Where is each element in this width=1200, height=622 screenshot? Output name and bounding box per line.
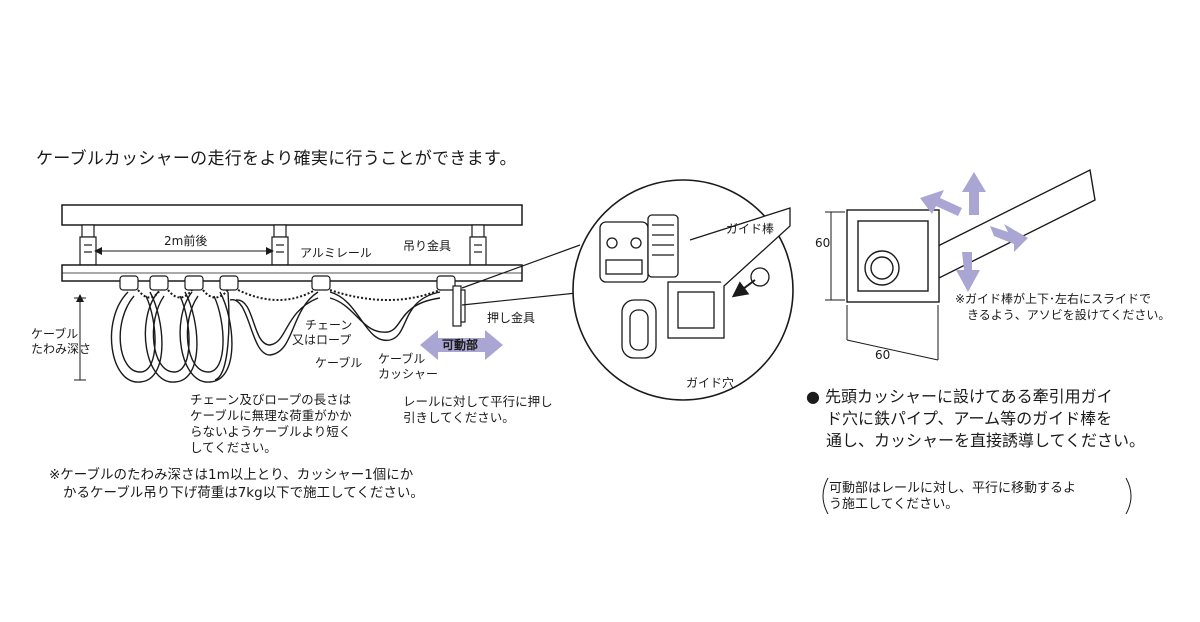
hanger-left	[79, 224, 97, 266]
note-sag-depth: ※ケーブルのたわみ深さは1m以上とり、カッシャー1個にか かるケーブル吊り下げ荷…	[49, 467, 424, 501]
carrier-3	[184, 275, 204, 291]
chain	[137, 289, 441, 301]
dimension-horizontal	[846, 339, 939, 361]
dimension-vertical-label: 60	[815, 236, 831, 250]
movable-label: 可動部	[442, 338, 479, 352]
chain-label-line1: チェーン	[305, 318, 353, 332]
note-chain-length: チェーン及びロープの長さは ケーブルに無理な荷重がかか らないようケーブルより短…	[190, 392, 352, 455]
note-bracket-left	[822, 477, 829, 515]
cable-loops	[110, 291, 441, 383]
cable-label: ケーブル	[315, 356, 363, 370]
chain-label-line2: 又はロープ	[292, 333, 352, 347]
hanger-middle	[271, 224, 289, 266]
carrier-label-line2: カッシャー	[378, 367, 439, 381]
note-guide-slide: ※ガイド棒が上下･左右にスライドで きるよう、アソビを設けてください。	[955, 292, 1171, 322]
note-lead-carrier: ● 先頭カッシャーに設けてある牽引用ガイ ド穴に鉄パイプ、アーム等のガイド棒を …	[806, 387, 1146, 450]
slide-arrows	[920, 172, 1028, 292]
sag-label-line2: たわみ深さ	[31, 342, 92, 356]
dimension-horizontal-label: 60	[875, 348, 891, 362]
guide-rod-label: ガイド棒	[726, 222, 775, 236]
push-bracket-label: 押し金具	[487, 311, 536, 325]
ceiling-beam	[61, 204, 523, 226]
note-bracket-right	[1125, 477, 1132, 515]
carrier-1	[119, 275, 139, 291]
carrier-4	[219, 275, 239, 291]
sag-label-line1: ケーブル	[31, 327, 79, 341]
guide-insert-arrow	[731, 279, 756, 298]
movable-arrow	[420, 330, 503, 360]
aluminum-rail-label: アルミレール	[300, 246, 372, 260]
zoom-carrier	[599, 207, 791, 359]
intro-text: ケーブルカッシャーの走行をより確実に行うことができます。	[36, 149, 517, 169]
note-parallel: レールに対して平行に押し 引きしてください。	[403, 394, 553, 425]
hanger-label: 吊り金具	[403, 239, 452, 253]
span-label: 2m前後	[164, 234, 208, 248]
carrier-lead	[436, 275, 456, 291]
hanger-right	[469, 224, 487, 266]
guide-hole-label: ガイド穴	[686, 376, 735, 390]
carrier-2	[149, 275, 169, 291]
note-movable-parallel: 可動部はレールに対し、平行に移動するよ う施工してください。	[829, 481, 1077, 512]
carrier-5	[311, 275, 331, 291]
carrier-label-line1: ケーブル	[378, 352, 426, 366]
push-bracket	[452, 285, 466, 327]
